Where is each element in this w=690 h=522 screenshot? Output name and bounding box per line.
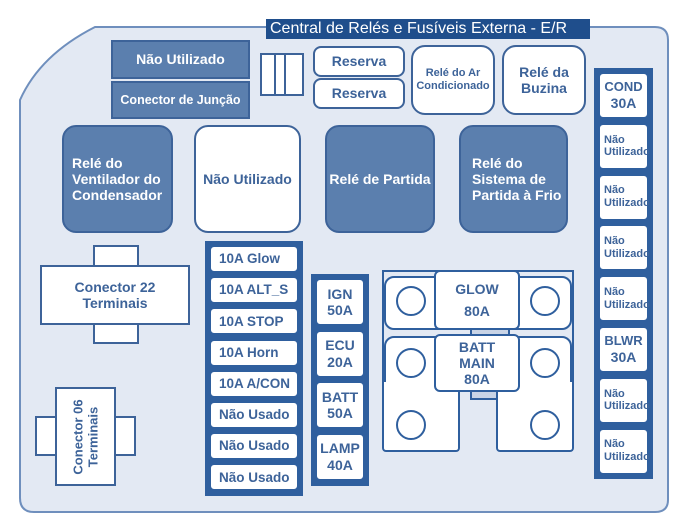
fuse-amp: 50A (327, 302, 353, 318)
bolt-terminal-icon (396, 286, 426, 316)
connector-divider (274, 55, 276, 94)
nao-utilizado-relay: Não Utilizado (194, 125, 301, 233)
mini-fuse-slot: 10A Horn (209, 338, 299, 367)
fuse-name: ECU (325, 337, 355, 354)
diagram-title: Central de Relés e Fusíveis Externa - E/… (266, 19, 590, 39)
conector06-tab-left (35, 416, 57, 456)
right-fuse-slot: Não Utilizado (598, 376, 650, 424)
fuse-name: BLWR (604, 332, 643, 348)
conector22-tab-top (93, 245, 139, 267)
bolt-terminal-icon (530, 410, 560, 440)
mini-fuse-slot: 10A Glow (209, 245, 299, 273)
conector-06-terminais: Conector 06 Terminais (55, 387, 116, 486)
mini-fuse-slot: Não Usado (209, 401, 299, 429)
fuse-amp: 30A (610, 94, 637, 111)
rele-ventilador-condensador: Relé do Ventilador do Condensador (62, 125, 173, 233)
fuse-name: LAMP (320, 440, 360, 457)
mega-fuse-batt-main: BATT MAIN 80A (434, 334, 520, 392)
mega-fuse-block: GLOW 80A BATT MAIN 80A (382, 270, 574, 452)
nao-utilizado-top: Não Utilizado (111, 40, 250, 79)
mega-fuse-name: BATT MAIN (458, 338, 496, 371)
fuse-name: IGN (327, 285, 353, 302)
fuse-amp: 50A (327, 405, 353, 421)
bolt-terminal-icon (530, 348, 560, 378)
fuse-amp: 40A (327, 456, 353, 473)
conector-juncao: Conector de Junção (111, 81, 250, 119)
conector06-tab-right (114, 416, 136, 456)
mini-fuse-slot: 10A ALT_S (209, 276, 299, 305)
fuse-amp: 20A (327, 353, 353, 370)
mega-fuse-amp: 80A (464, 303, 490, 319)
conector22-tab-bottom (93, 322, 139, 344)
right-fuse-slot: Não Utilizado (598, 427, 650, 475)
connector-divider (284, 55, 286, 94)
right-fuse-slot: Não Utilizado (598, 224, 650, 272)
small-connector (260, 53, 304, 96)
conector-22-terminais: Conector 22 Terminais (40, 265, 190, 325)
conector06-label: Conector 06 Terminais (69, 398, 100, 475)
rele-partida: Relé de Partida (325, 125, 435, 233)
mini-fuse-slot: 10A A/CON (209, 369, 299, 398)
reserva-relay-2: Reserva (313, 78, 405, 109)
mega-fuse-amp: 80A (464, 371, 490, 388)
reserva-relay-1: Reserva (313, 46, 405, 77)
bolt-terminal-icon (530, 286, 560, 316)
mini-fuse-slot: 10A STOP (209, 307, 299, 336)
rele-buzina: Relé da Buzina (502, 45, 586, 115)
fuse-name: BATT (321, 388, 359, 405)
fuse-amp: 30A (610, 348, 637, 365)
rele-ar-condicionado: Relé do Ar Condicionado (411, 45, 495, 115)
mini-fuse-slot: Não Usado (209, 432, 299, 461)
fuse-name: COND (604, 78, 643, 94)
right-fuse-slot: Não Utilizado (598, 122, 650, 170)
mini-fuse-slot: Não Usado (209, 463, 299, 492)
mega-fuse-name: GLOW (455, 280, 499, 297)
right-fuse-slot: Não Utilizado (598, 275, 650, 323)
mega-fuse-glow: GLOW 80A (434, 270, 520, 330)
rele-partida-frio: Relé do Sistema de Partida à Frio (459, 125, 568, 233)
right-fuse-slot: Não Utilizado (598, 173, 650, 221)
bolt-terminal-icon (396, 348, 426, 378)
bolt-terminal-icon (396, 410, 426, 440)
